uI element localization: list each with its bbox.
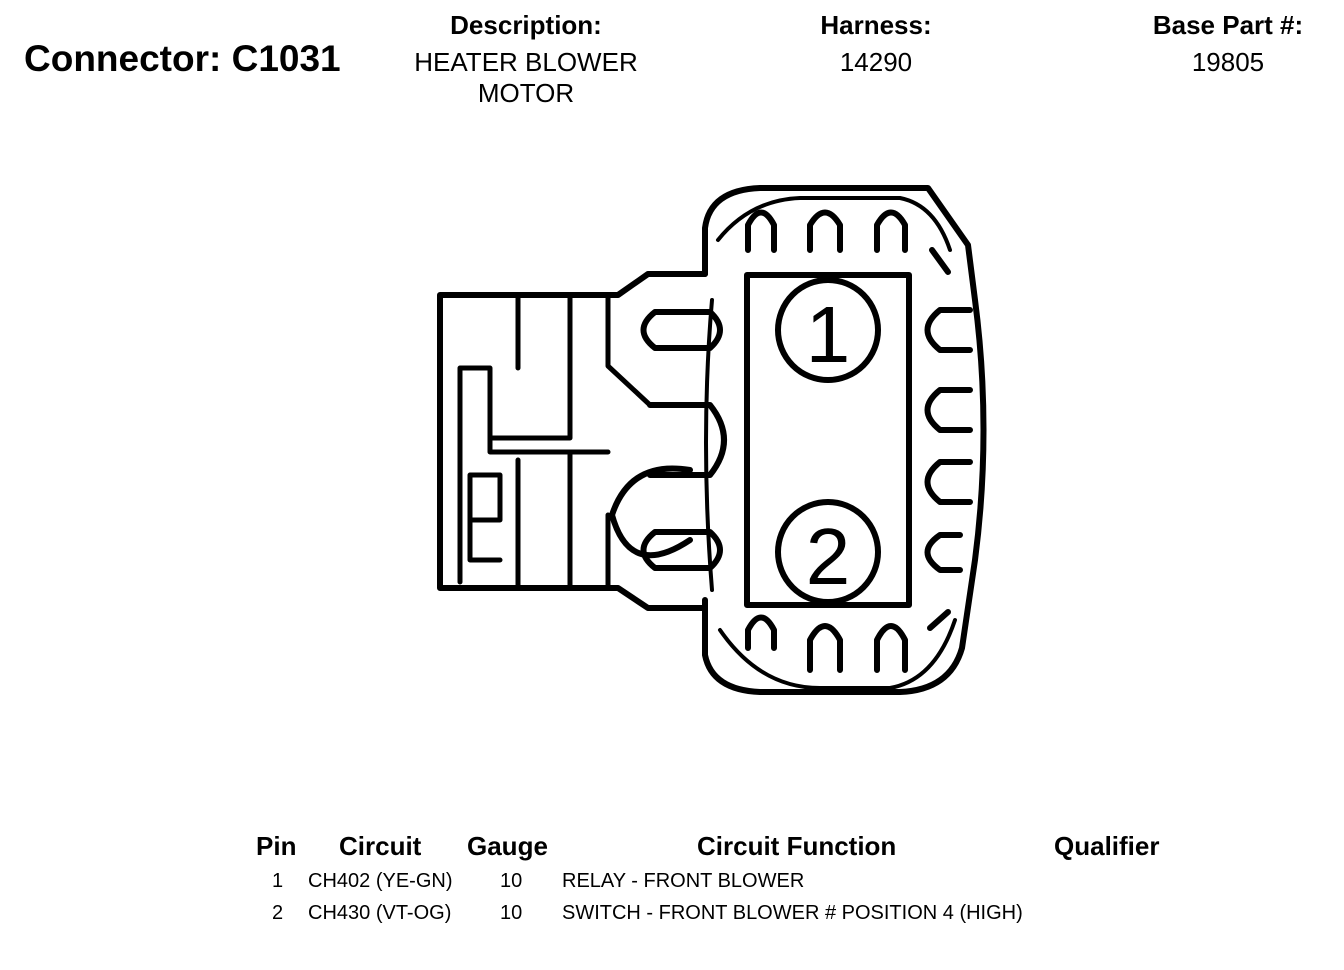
description-line-2: MOTOR [477, 78, 575, 108]
table-cell-circuit: CH402 (YE-GN) [308, 870, 453, 892]
description-column: Description: HEATER BLOWER MOTOR [396, 10, 656, 109]
right-slot-1 [924, 307, 973, 353]
left-pill-lower [640, 529, 723, 571]
table-cell-circuit: CH430 (VT-OG) [308, 902, 452, 924]
table-cell-pin: 2 [272, 902, 284, 924]
table-cell-gauge: 10 [500, 870, 523, 892]
top-slot-3 [874, 209, 908, 253]
latch-curve [609, 465, 693, 518]
table-header-circuit: Circuit [339, 831, 422, 861]
table-header-pin: Pin [256, 831, 297, 861]
base-part-column: Base Part #: 19805 [1128, 10, 1328, 78]
housing-corner-mark-bottom [927, 609, 951, 631]
table-header-qualifier: Qualifier [1054, 831, 1160, 861]
description-value: HEATER BLOWER MOTOR [396, 47, 656, 109]
left-extension-inner [457, 365, 611, 585]
bottom-slot-2 [807, 623, 843, 673]
right-slot-4 [924, 532, 963, 573]
table-cell-pin: 1 [272, 870, 284, 892]
right-slot-3 [924, 459, 973, 505]
pin-2-circle [775, 499, 881, 605]
harness-value: 14290 [839, 47, 913, 77]
right-slot-2 [924, 387, 973, 433]
bottom-slot-1 [745, 614, 777, 651]
latch-tab [647, 402, 727, 478]
housing-inner-contour [704, 196, 957, 690]
connector-title: Connector: C1031 [24, 38, 341, 79]
harness-column: Harness: 14290 [776, 10, 976, 78]
base-part-value: 19805 [1191, 47, 1265, 77]
table-cell-function: RELAY - FRONT BLOWER [562, 870, 805, 892]
top-slot-1 [745, 209, 777, 253]
left-extension-ribs [515, 292, 653, 591]
pin-1-label: 1 [806, 290, 851, 379]
table-cell-gauge: 10 [500, 902, 523, 924]
table-header-circuit-function: Circuit Function [697, 831, 897, 861]
pin-1-circle [775, 277, 881, 383]
table-cell-function: SWITCH - FRONT BLOWER # POSITION 4 (HIGH… [562, 902, 1023, 924]
base-part-label: Base Part #: [1152, 10, 1304, 40]
housing-corner-mark-top [929, 247, 951, 275]
left-pill-upper [640, 309, 723, 351]
top-slot-2 [807, 209, 843, 253]
bottom-slot-3 [874, 623, 908, 673]
description-label: Description: [450, 10, 602, 40]
latch-curve-lower [609, 512, 693, 559]
harness-label: Harness: [820, 10, 932, 40]
left-extension-outline [437, 271, 708, 611]
connector-housing [702, 185, 987, 695]
description-line-1: HEATER BLOWER [414, 47, 638, 77]
table-header-gauge: Gauge [467, 831, 548, 861]
pin-2-label: 2 [806, 512, 851, 601]
